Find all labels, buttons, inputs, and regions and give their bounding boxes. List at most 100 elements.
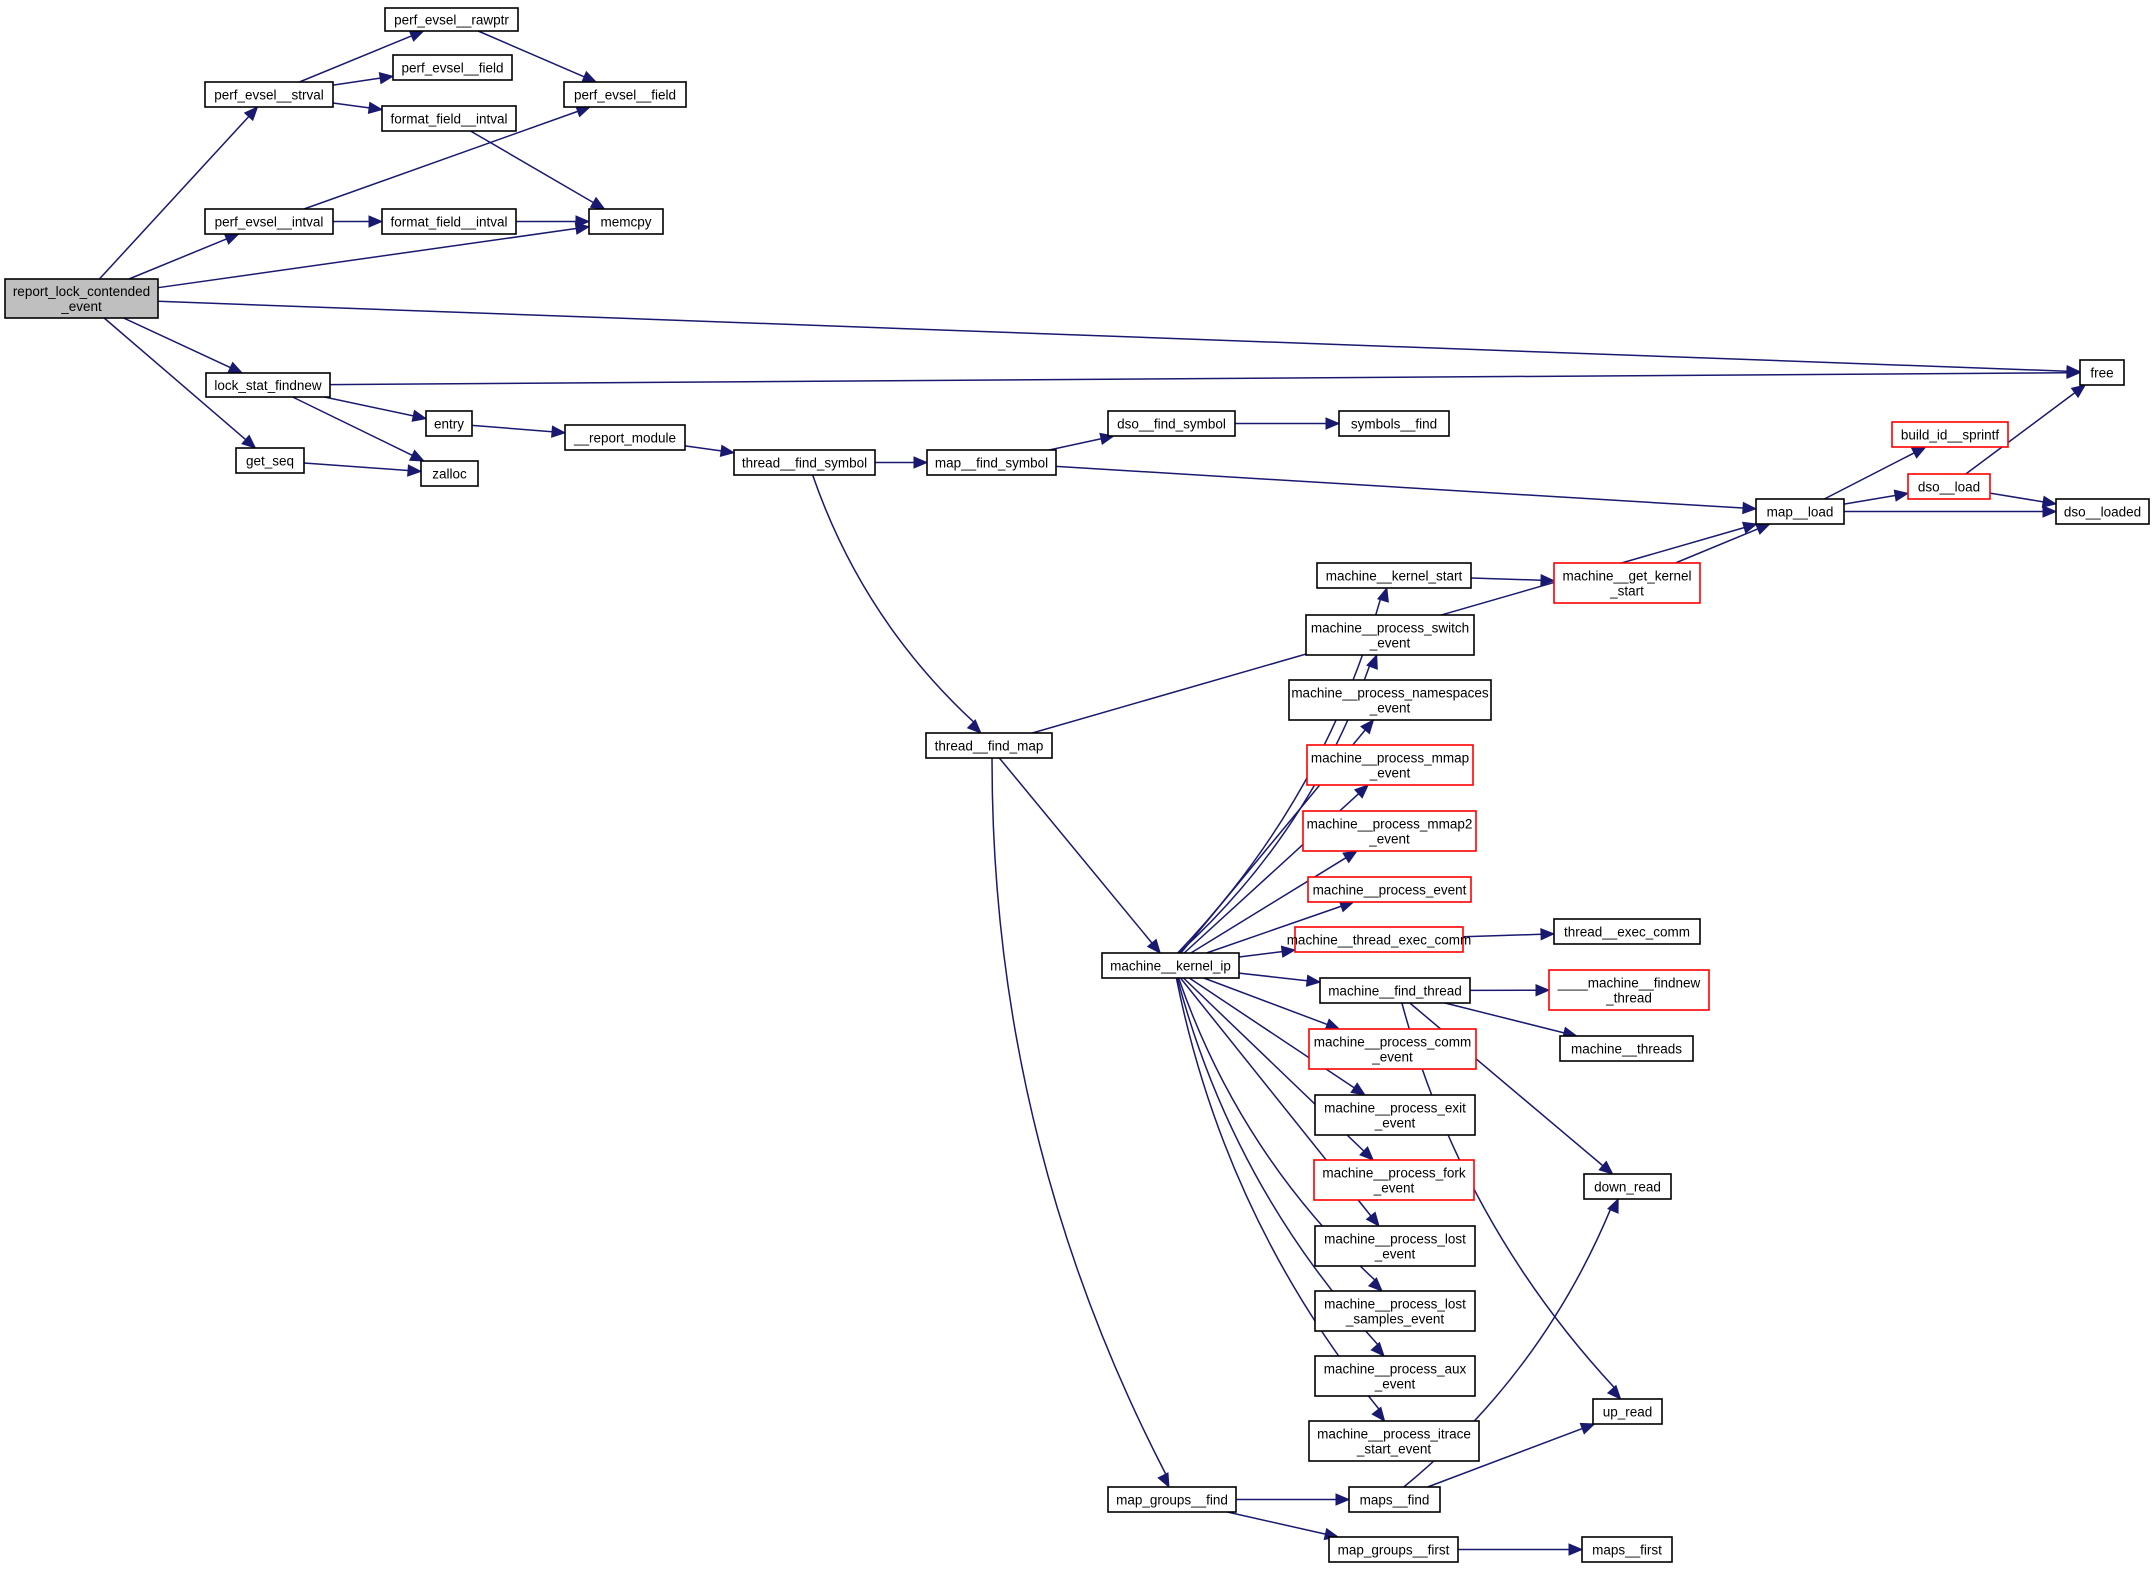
node-kernelip[interactable]: machine__kernel_ip	[1101, 952, 1240, 979]
node-box[interactable]	[1314, 1094, 1476, 1136]
node-box[interactable]	[1559, 1035, 1694, 1062]
node-box[interactable]	[1313, 1159, 1475, 1201]
node-box[interactable]	[1581, 1536, 1673, 1563]
node-box[interactable]	[1314, 1355, 1476, 1397]
node-findthread[interactable]: machine__find_thread	[1319, 977, 1471, 1004]
node-plostsamp[interactable]: machine__process_lost_samples_event	[1314, 1290, 1476, 1332]
node-symfind[interactable]: symbols__find	[1338, 410, 1450, 437]
node-box[interactable]	[926, 449, 1057, 476]
node-thexeccomm[interactable]: thread__exec_comm	[1553, 918, 1701, 945]
node-box[interactable]	[204, 208, 334, 235]
node-texeccomm[interactable]: machine__thread_exec_comm	[1287, 926, 1472, 953]
node-ffintval2[interactable]: format_field__intval	[381, 208, 517, 235]
node-mapload[interactable]: map__load	[1755, 498, 1845, 525]
node-box[interactable]	[392, 54, 513, 81]
node-tfindsym[interactable]: thread__find_symbol	[733, 449, 876, 476]
node-box[interactable]	[1583, 1173, 1672, 1200]
node-box[interactable]	[1307, 876, 1472, 903]
node-box[interactable]	[420, 460, 479, 487]
node-box[interactable]	[1755, 498, 1845, 525]
node-mapsfirst[interactable]: maps__first	[1581, 1536, 1673, 1563]
node-plost[interactable]: machine__process_lost_event	[1314, 1225, 1476, 1267]
node-intval[interactable]: perf_evsel__intval	[204, 208, 334, 235]
node-pmmap[interactable]: machine__process_mmap_event	[1306, 744, 1474, 786]
node-box[interactable]	[1592, 1398, 1663, 1425]
node-box[interactable]	[1294, 926, 1464, 953]
node-box[interactable]	[1302, 810, 1477, 852]
node-memcpy[interactable]: memcpy	[588, 208, 664, 235]
node-box[interactable]	[1308, 1420, 1480, 1462]
node-box[interactable]	[1101, 952, 1240, 979]
node-findnew[interactable]: lock_stat_findnew	[205, 372, 331, 398]
node-pitrace[interactable]: machine__process_itrace_start_event	[1308, 1420, 1480, 1462]
node-box[interactable]	[1338, 410, 1450, 437]
node-box[interactable]	[1316, 562, 1472, 589]
node-buildid[interactable]: build_id__sprintf	[1891, 421, 2009, 448]
node-pcomm[interactable]: machine__process_comm_event	[1308, 1028, 1477, 1070]
node-box[interactable]	[1107, 1486, 1237, 1513]
node-box[interactable]	[1306, 744, 1474, 786]
node-box[interactable]	[381, 208, 517, 235]
node-mgfirst[interactable]: map_groups__first	[1328, 1536, 1459, 1563]
node-mthreads[interactable]: machine__threads	[1559, 1035, 1694, 1062]
node-box[interactable]	[1308, 1028, 1477, 1070]
node-box[interactable]	[425, 410, 473, 437]
node-upread[interactable]: up_read	[1592, 1398, 1663, 1425]
node-kstart[interactable]: machine__kernel_start	[1316, 562, 1472, 589]
node-pfork[interactable]: machine__process_fork_event	[1313, 1159, 1475, 1201]
node-box[interactable]	[2055, 498, 2150, 525]
node-box[interactable]	[563, 81, 687, 108]
node-box[interactable]	[1891, 421, 2009, 448]
node-strval[interactable]: perf_evsel__strval	[204, 81, 334, 108]
node-zalloc[interactable]: zalloc	[420, 460, 479, 487]
node-getseq[interactable]: get_seq	[235, 447, 305, 474]
node-box[interactable]	[381, 105, 517, 132]
node-box[interactable]	[1553, 918, 1701, 945]
node-box[interactable]	[1328, 1536, 1459, 1563]
node-box[interactable]	[1314, 1225, 1476, 1267]
node-box[interactable]	[1288, 679, 1492, 721]
node-box[interactable]	[588, 208, 664, 235]
node-tfindmap[interactable]: thread__find_map	[925, 732, 1053, 759]
node-field1[interactable]: perf_evsel__field	[392, 54, 513, 81]
node-box[interactable]	[2079, 359, 2125, 386]
node-root[interactable]: report_lock_contended_event	[4, 278, 159, 319]
node-downread[interactable]: down_read	[1583, 1173, 1672, 1200]
node-pns[interactable]: machine__process_namespaces_event	[1288, 679, 1492, 721]
node-box[interactable]	[1314, 1290, 1476, 1332]
node-box[interactable]	[204, 81, 334, 108]
node-box[interactable]	[1305, 614, 1475, 656]
node-free[interactable]: free	[2079, 359, 2125, 386]
node-pswitch[interactable]: machine__process_switch_event	[1305, 614, 1475, 656]
node-dsoloaded[interactable]: dso__loaded	[2055, 498, 2150, 525]
node-entry[interactable]: entry	[425, 410, 473, 437]
node-ffintval1[interactable]: format_field__intval	[381, 105, 517, 132]
node-box[interactable]	[1907, 473, 1991, 500]
node-box[interactable]	[235, 447, 305, 474]
node-mfindsym[interactable]: map__find_symbol	[926, 449, 1057, 476]
node-box[interactable]	[1553, 562, 1701, 604]
node-pmmap2[interactable]: machine__process_mmap2_event	[1302, 810, 1477, 852]
node-findnewthread[interactable]: ____machine__findnew_thread	[1548, 969, 1710, 1011]
node-reportmod[interactable]: __report_module	[564, 424, 686, 451]
node-rawptr[interactable]: perf_evsel__rawptr	[384, 7, 519, 32]
node-box[interactable]	[925, 732, 1053, 759]
node-field2[interactable]: perf_evsel__field	[563, 81, 687, 108]
node-mapsfind[interactable]: maps__find	[1348, 1486, 1441, 1513]
node-dfindsym[interactable]: dso__find_symbol	[1107, 410, 1236, 437]
node-box[interactable]	[205, 372, 331, 398]
node-box[interactable]	[1107, 410, 1236, 437]
node-box[interactable]	[1319, 977, 1471, 1004]
node-getkstart[interactable]: machine__get_kernel_start	[1553, 562, 1701, 604]
node-paux[interactable]: machine__process_aux_event	[1314, 1355, 1476, 1397]
node-box[interactable]	[1548, 969, 1710, 1011]
node-box[interactable]	[4, 278, 159, 319]
node-box[interactable]	[1348, 1486, 1441, 1513]
node-mgfind[interactable]: map_groups__find	[1107, 1486, 1237, 1513]
node-pexit[interactable]: machine__process_exit_event	[1314, 1094, 1476, 1136]
node-box[interactable]	[564, 424, 686, 451]
node-box[interactable]	[384, 7, 519, 32]
node-dsoload[interactable]: dso__load	[1907, 473, 1991, 500]
node-box[interactable]	[733, 449, 876, 476]
node-pevent[interactable]: machine__process_event	[1307, 876, 1472, 903]
